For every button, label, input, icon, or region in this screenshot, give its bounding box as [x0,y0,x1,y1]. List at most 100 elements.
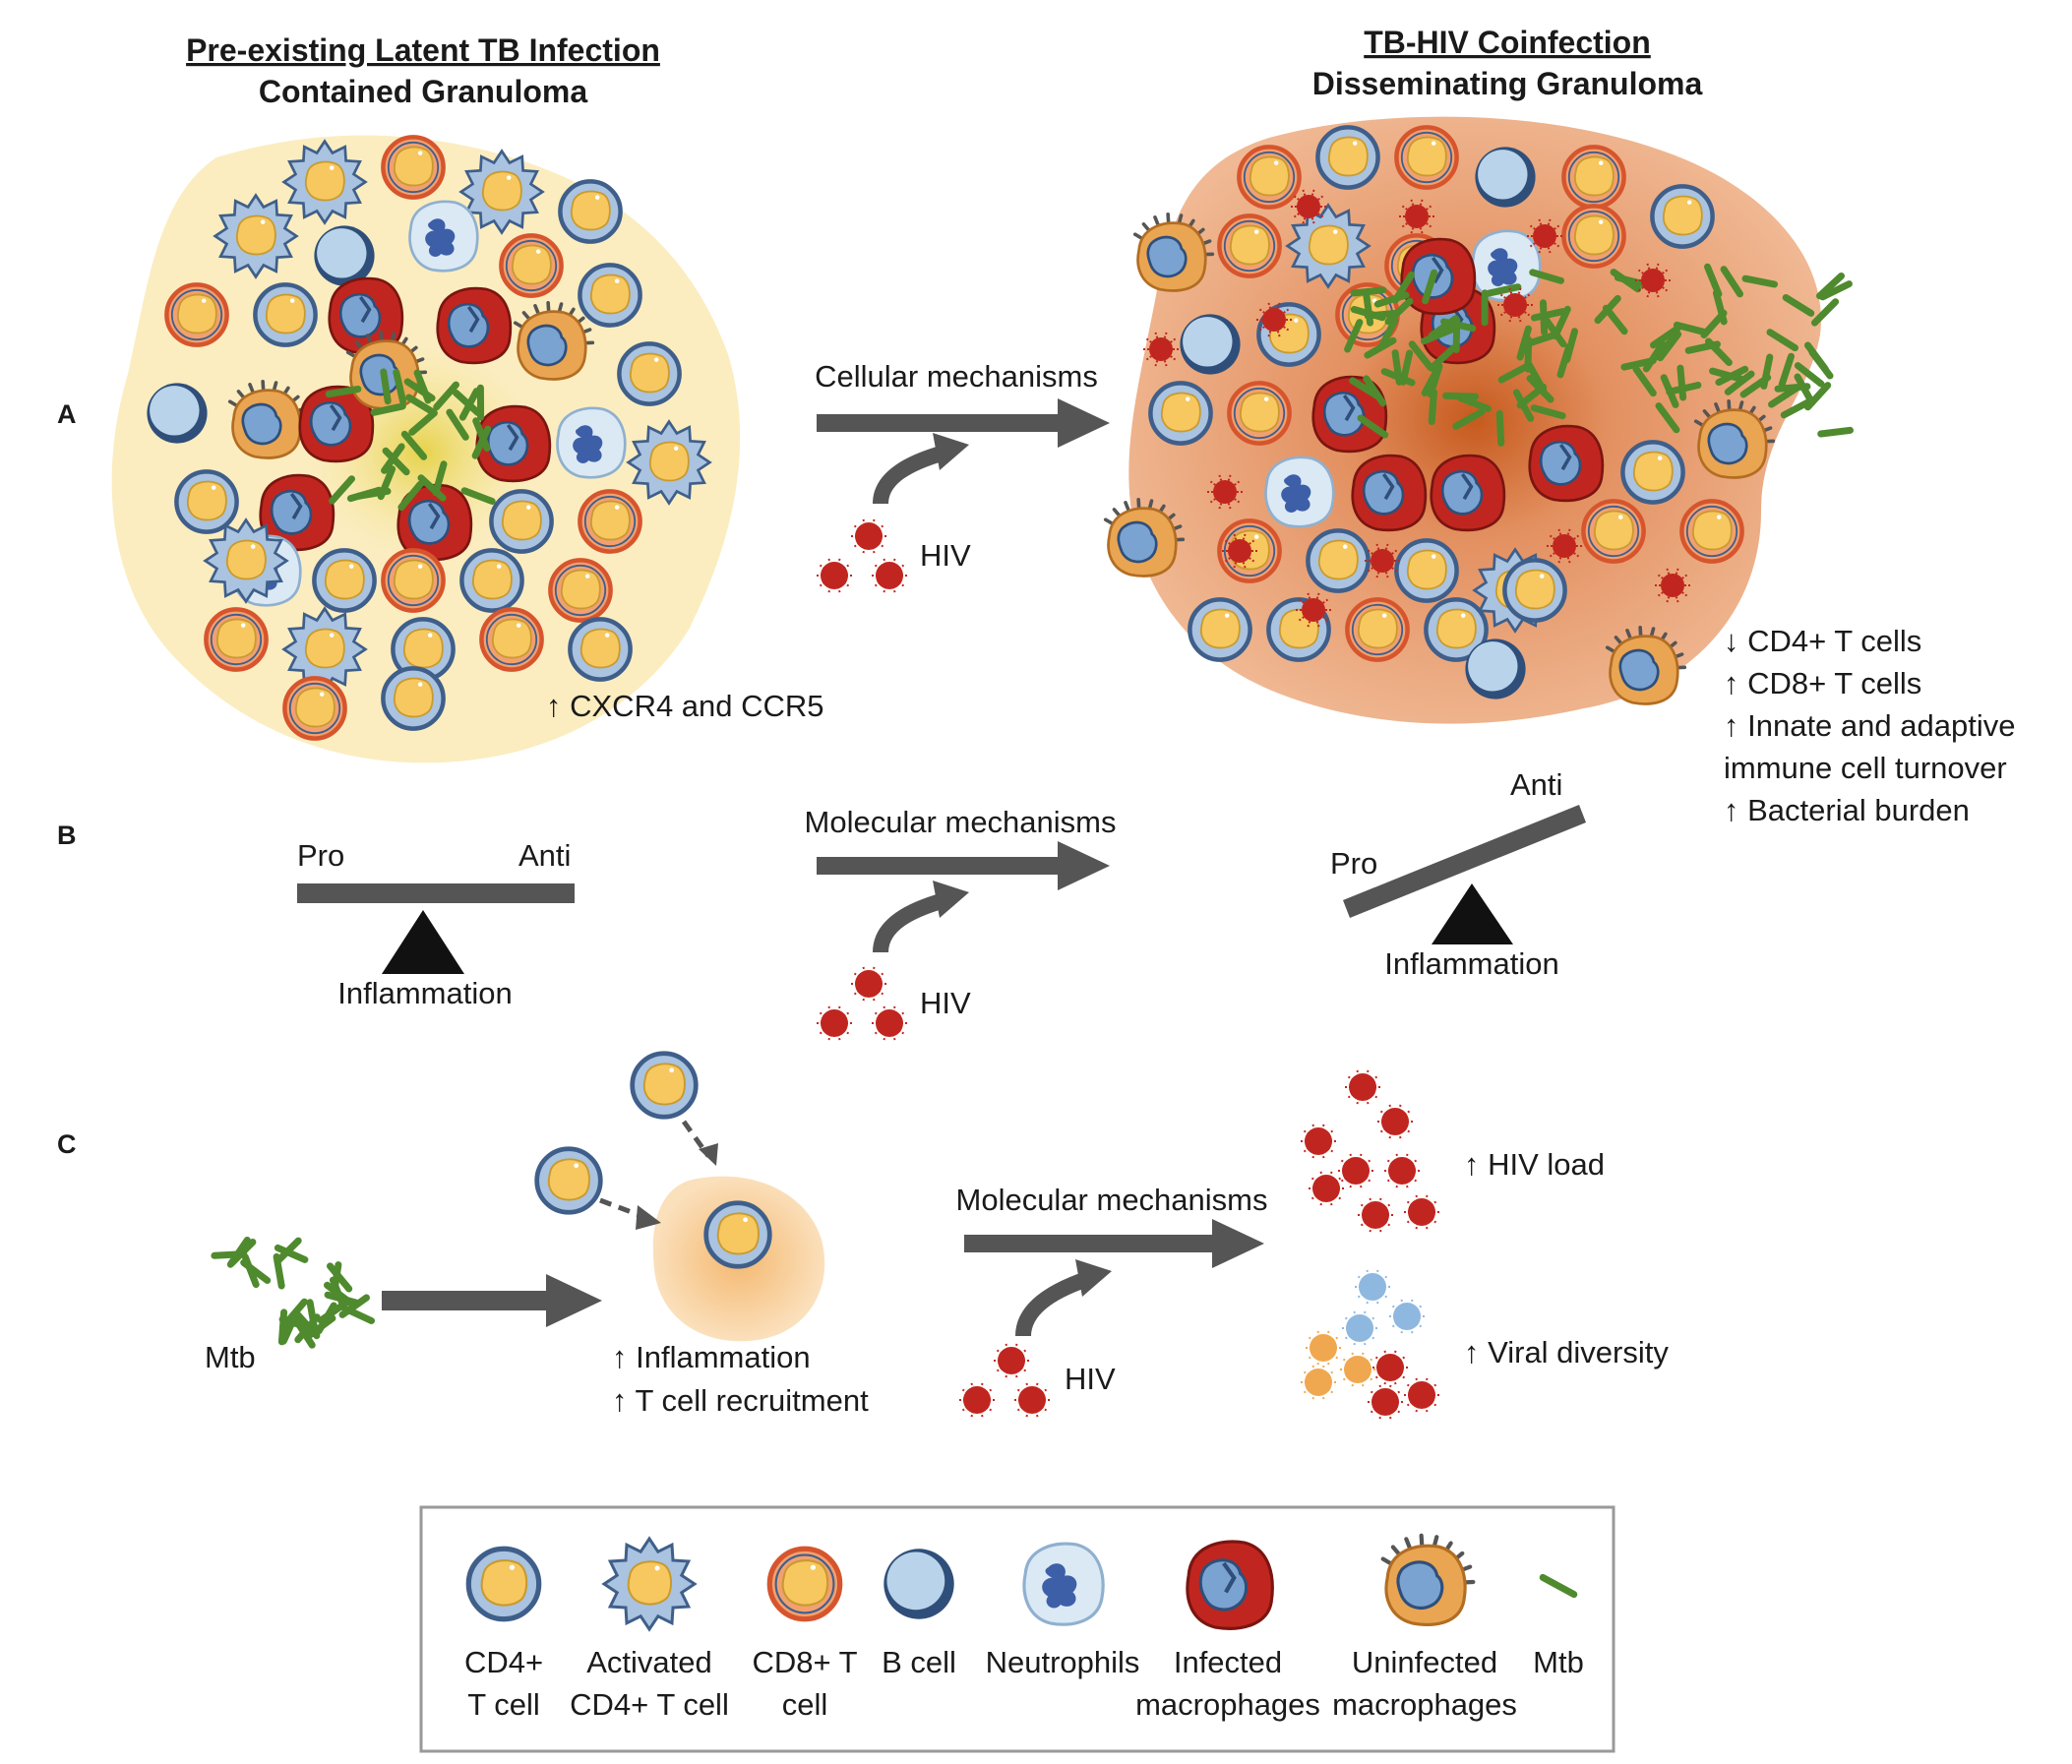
arrow-shaft-c1 [382,1291,559,1310]
cd8-t-cell-icon [1217,213,1282,278]
cd4-t-cell-icon [381,666,446,731]
mtb-bacillus-icon [1650,325,1681,349]
cd4-t-cell-icon [568,617,633,682]
mtb-bacillus-icon [1363,289,1374,327]
hiv-virion-icon [1207,474,1243,510]
arrow-head-b [1058,841,1110,890]
mtb-bacillus-icon [460,487,496,505]
mtb-bacillus-icon [315,1302,337,1335]
neutrophil-icon [408,200,479,273]
hiv-virion-icon [1382,1151,1422,1190]
hiv-virion-icon [1299,1122,1338,1161]
mtb-bacillus-icon [1819,280,1853,301]
hiv-virion-icon [1012,1380,1052,1420]
cd4-t-cell-icon [703,1200,772,1269]
mtb-bacillus-icon [471,425,492,459]
cd4-t-cell-icon [558,179,623,244]
left-granuloma-cells [147,135,712,741]
hiv-curved-arrow-head-c [1075,1259,1112,1297]
legend-mtb-line1: Mtb [1533,1645,1584,1679]
arrow-shaft [817,414,1072,432]
mtb-bacillus-icon [1497,362,1532,384]
mtb-bacillus-icon [1804,382,1832,411]
mtb-bacillus-icon [330,1261,342,1298]
right-title-line1: TB-HIV Coinfection [1364,25,1651,60]
mtb-bacillus-icon [1530,404,1566,420]
hiv-virion-icon [1527,218,1562,254]
cd8-t-cell-icon [381,548,446,613]
hiv-virion-icon [870,1004,909,1043]
cd8-t-cell-icon [548,558,613,623]
disseminating-granuloma [1103,116,1854,724]
mtb-bacillus-icon [1774,383,1811,393]
right-granuloma-cells [1103,125,1854,705]
infected-macrophage-icon [328,276,404,355]
mtb-bacillus-icon [1766,329,1798,352]
uninfected-macrophage-icon [227,379,310,459]
legend-icons [465,1533,1578,1632]
mtb-bacillus-icon [1422,269,1438,305]
infected-macrophage-icon [1528,424,1605,503]
cd4-t-cell-icon [578,263,642,328]
mtb-bacillus-icon [293,1309,321,1340]
right-title: TB-HIV Coinfection Disseminating Granulo… [1312,25,1703,101]
balance-left: Pro Anti Inflammation [297,838,575,1010]
hiv-virion-icon [1304,1328,1343,1368]
fulcrum-right [1432,883,1513,944]
hiv-curved-arrow [873,445,947,505]
mtb-bacillus-icon [1724,370,1755,395]
coinfection-outcomes: ↓ CD4+ T cells ↑ CD8+ T cells ↑ Innate a… [1724,624,2015,827]
cd8-t-cell-icon [164,282,229,347]
mtb-bacillus-icon [1512,389,1535,422]
viral-diversity-label: ↑ Viral diversity [1464,1335,1669,1369]
hiv-virion-icon [1655,568,1690,603]
cd8-t-cell-icon [479,607,544,672]
mtb-bacillus-icon [274,1244,309,1263]
neutrophil-icon [1264,456,1335,528]
recruit-arrow-head-1 [699,1143,718,1166]
hiv-virion-icon [1366,1382,1405,1422]
b-cell-icon [147,383,208,444]
hiv-virion-icon [1402,1192,1441,1232]
viral-diversity-outcome: ↑ Viral diversity [1299,1267,1669,1422]
mtb-bacillus-icon [1344,319,1364,353]
cd8-t-cell-icon [499,233,564,298]
hiv-virion-icon [870,556,909,595]
b-cell-icon [884,1549,954,1619]
mtb-bacillus-icon [338,1294,370,1318]
cd4-t-cell-icon [459,548,524,613]
hiv-cluster-b [815,964,909,1043]
cd4-t-cell-icon [1650,184,1715,249]
activated-cd4-t-cell-icon [626,419,712,506]
hiv-virion-icon [1387,1297,1427,1336]
hiv-virion-icon [1635,263,1671,298]
infected-macrophage-icon [475,404,552,483]
mtb-bacillus-icon [1556,342,1573,379]
cd4-t-cell-icon [1394,538,1459,603]
mtb-bacillus-icon [1486,283,1522,297]
cd8-t-cell-icon [578,489,642,554]
anti-label-left: Anti [518,838,571,873]
mtb-bacillus-icon [1516,325,1532,361]
mtb-bacillus-icon [1428,389,1437,425]
hiv-virion-icon [1371,1348,1410,1387]
legend-neutrophil-line1: Neutrophils [986,1645,1140,1679]
cd8-t-cell-icon [1679,499,1744,564]
cd4-t-cell-icon [465,1546,542,1622]
mtb-bacillus-icon [382,447,410,476]
inflammation-label-right: Inflammation [1384,946,1558,981]
uninfected-macrophage-icon [513,300,595,381]
legend-bcell-line1: B cell [882,1645,956,1679]
mtb-bacillus-icon [1780,397,1814,419]
hiv-virion-icon [1299,1363,1338,1402]
hiv-curved-arrow-c [1015,1271,1090,1337]
neutrophil-icon [1022,1542,1105,1626]
hiv-label-c: HIV [1065,1362,1116,1396]
mtb-bacillus-icon [1440,318,1477,333]
cd4-t-cell-icon [1424,597,1489,662]
hiv-virion-icon [1402,1375,1441,1415]
hiv-virion-icon [1338,1350,1377,1389]
fulcrum-left [382,910,464,974]
cd4-t-cell-icon [253,282,318,347]
